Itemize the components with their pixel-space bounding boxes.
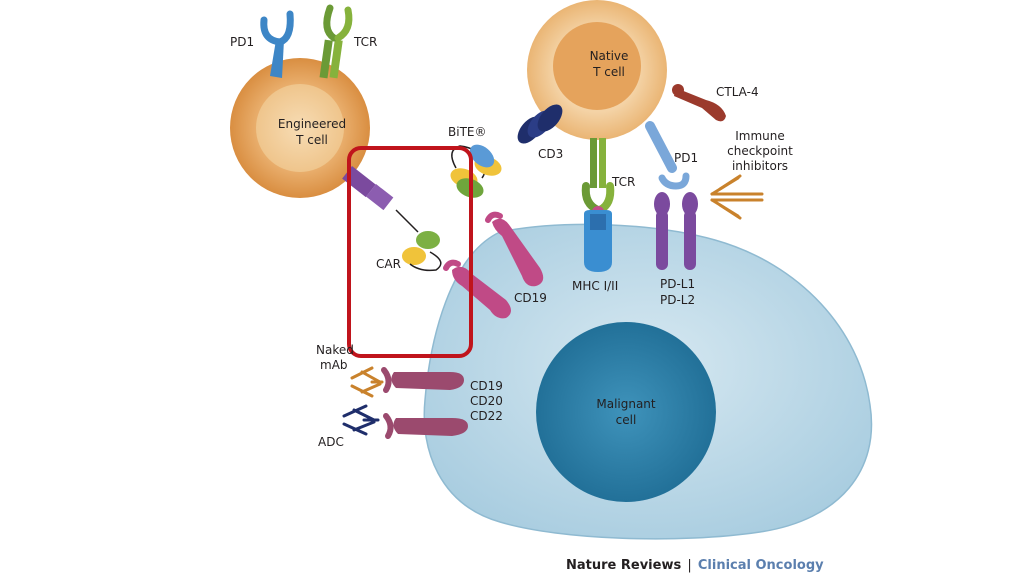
cd19-antigen-upper <box>485 211 544 287</box>
pd1-receptor-top <box>260 10 294 78</box>
credit-section: Clinical Oncology <box>697 558 824 573</box>
ctla4-receptor <box>672 84 726 122</box>
cd19-label: CD19 <box>470 379 503 393</box>
cd19-right-label: CD19 <box>514 291 547 305</box>
adc-label: ADC <box>318 435 344 449</box>
cd20-label: CD20 <box>470 394 503 408</box>
tcr-top-label: TCR <box>353 35 377 49</box>
credit-separator: | <box>687 558 692 573</box>
car-receptor <box>342 165 442 272</box>
malignant-label-2: cell <box>616 413 637 427</box>
pd-ligands <box>654 192 698 270</box>
surface-antigen-2 <box>383 413 468 439</box>
tcr-native-label: TCR <box>611 175 635 189</box>
cd3-label: CD3 <box>538 147 563 161</box>
figure-credit: Nature Reviews | Clinical Oncology <box>566 558 824 573</box>
checkpoint-inhibitor-antibody <box>710 174 764 220</box>
tcr-receptor-top <box>319 4 353 79</box>
engineered-t-cell-nucleus <box>256 84 344 172</box>
immune-label-1: Immune <box>735 129 785 143</box>
pd1-native-label: PD1 <box>674 151 698 165</box>
native-label-1: Native <box>590 49 629 63</box>
tcr-receptor-native <box>581 138 615 218</box>
cd19-antigen-lower <box>443 259 511 319</box>
pd1-top-label: PD1 <box>230 35 254 49</box>
immune-label-3: inhibitors <box>732 159 788 173</box>
credit-journal: Nature Reviews <box>566 558 682 573</box>
cd3-complex <box>517 104 563 144</box>
pd1-receptor-native <box>645 121 690 190</box>
malignant-nucleus <box>536 322 716 502</box>
bite-label: BiTE® <box>448 125 486 139</box>
mhc-molecule <box>584 210 612 272</box>
pdl2-label: PD-L2 <box>660 293 695 307</box>
native-t-cell-nucleus <box>553 22 641 110</box>
car-label: CAR <box>376 257 401 271</box>
cd22-label: CD22 <box>470 409 503 423</box>
mhc-label: MHC I/II <box>572 279 618 293</box>
native-label-2: T cell <box>592 65 625 79</box>
car-highlight-box <box>347 146 473 358</box>
naked-label-1: Naked <box>316 343 354 357</box>
surface-antigen-1 <box>381 367 464 393</box>
ctla4-label: CTLA-4 <box>716 85 759 99</box>
engineered-label-1: Engineered <box>278 117 346 131</box>
pdl1-label: PD-L1 <box>660 277 695 291</box>
naked-mab-antibody <box>350 366 384 398</box>
naked-label-2: mAb <box>320 358 348 372</box>
malignant-label-1: Malignant <box>596 397 656 411</box>
immune-label-2: checkpoint <box>727 144 793 158</box>
adc-antibody <box>342 404 380 436</box>
engineered-label-2: T cell <box>295 133 328 147</box>
